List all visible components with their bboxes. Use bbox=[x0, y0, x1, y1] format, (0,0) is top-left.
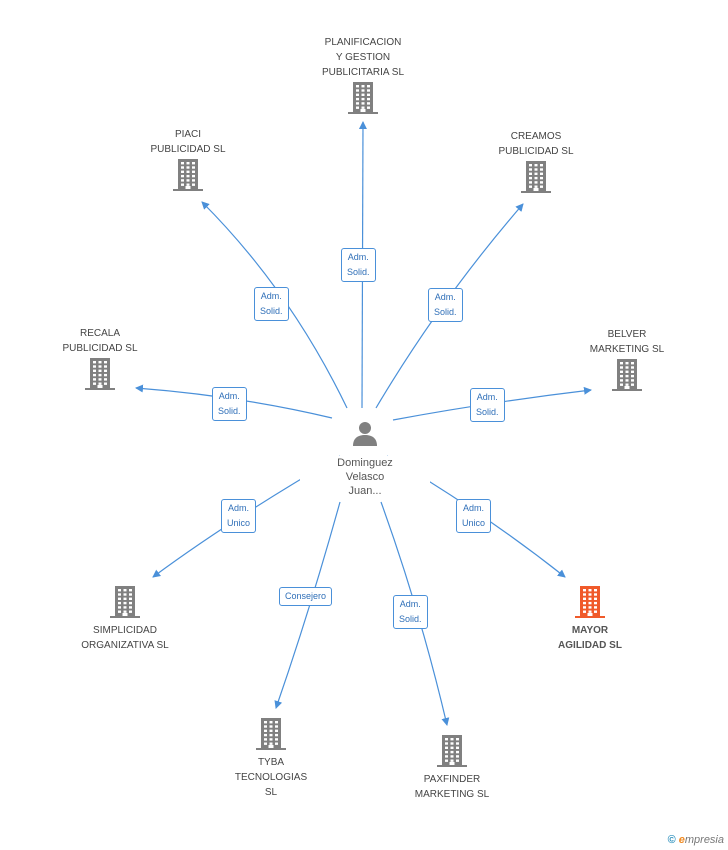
edge-tyba bbox=[274, 501, 341, 709]
company-label: SIMPLICIDAD ORGANIZATIVA SL bbox=[81, 625, 169, 651]
brand-logo: empresia bbox=[678, 834, 724, 846]
building-icon bbox=[575, 586, 605, 618]
person-name[interactable]: Dominguez Velasco Juan... bbox=[300, 456, 430, 498]
building-icon bbox=[437, 735, 467, 767]
company-node-recala[interactable]: RECALA PUBLICIDAD SL bbox=[40, 326, 160, 395]
building-icon bbox=[256, 718, 286, 750]
company-label: RECALA PUBLICIDAD SL bbox=[62, 328, 138, 354]
company-label: TYBA TECNOLOGIAS SL bbox=[234, 757, 308, 798]
company-label: CREAMOS PUBLICIDAD SL bbox=[498, 131, 574, 157]
company-label: PIACI PUBLICIDAD SL bbox=[150, 129, 226, 155]
company-label: BELVER MARKETING SL bbox=[589, 329, 665, 355]
footer-brand: © empresia bbox=[668, 834, 724, 846]
role-label-planificacion: Adm. Solid. bbox=[341, 248, 376, 282]
company-label: PAXFINDER MARKETING SL bbox=[414, 774, 490, 800]
role-label-belver: Adm. Solid. bbox=[470, 388, 505, 422]
company-label: MAYOR AGILIDAD SL bbox=[558, 625, 622, 651]
role-label-tyba: Consejero bbox=[279, 587, 333, 606]
company-node-paxfinder[interactable]: PAXFINDER MARKETING SL bbox=[392, 733, 512, 802]
company-node-simplicidad[interactable]: SIMPLICIDAD ORGANIZATIVA SL bbox=[65, 584, 185, 653]
role-label-creamos: Adm. Solid. bbox=[428, 288, 463, 322]
company-node-belver[interactable]: BELVER MARKETING SL bbox=[567, 327, 687, 396]
building-icon bbox=[612, 359, 642, 391]
role-label-piaci: Adm. Solid. bbox=[254, 287, 289, 321]
building-icon bbox=[521, 161, 551, 193]
company-node-creamos[interactable]: CREAMOS PUBLICIDAD SL bbox=[476, 129, 596, 198]
building-icon bbox=[173, 159, 203, 191]
role-label-recala: Adm. Solid. bbox=[212, 387, 247, 421]
role-label-paxfinder: Adm. Solid. bbox=[393, 595, 428, 629]
company-node-tyba[interactable]: TYBA TECNOLOGIAS SL bbox=[211, 716, 331, 800]
role-label-mayor: Adm. Unico bbox=[456, 499, 492, 533]
building-icon bbox=[110, 586, 140, 618]
company-label: PLANIFICACION Y GESTION PUBLICITARIA SL bbox=[321, 37, 405, 78]
company-node-piaci[interactable]: PIACI PUBLICIDAD SL bbox=[128, 127, 248, 196]
role-label-simplicidad: Adm. Unico bbox=[221, 499, 257, 533]
copyright-symbol: © bbox=[667, 834, 676, 846]
company-node-mayor[interactable]: MAYOR AGILIDAD SL bbox=[530, 584, 650, 653]
building-icon bbox=[85, 358, 115, 390]
company-node-planificacion[interactable]: PLANIFICACION Y GESTION PUBLICITARIA SL bbox=[303, 35, 423, 119]
person-icon[interactable] bbox=[350, 418, 380, 448]
building-icon bbox=[348, 82, 378, 114]
